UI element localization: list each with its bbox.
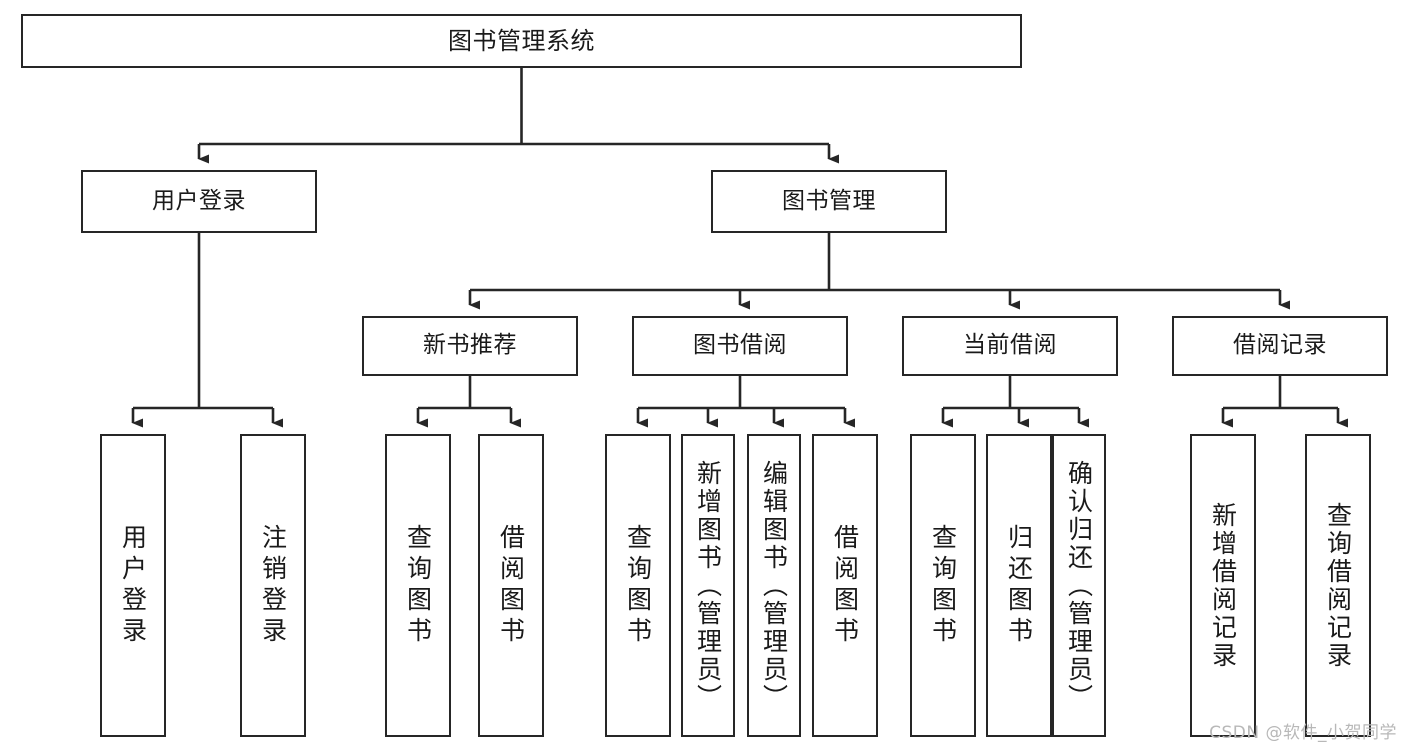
node-label: 查询图书 (403, 523, 433, 648)
node-label: 查询图书 (623, 523, 653, 648)
node-borrow[interactable]: 图书借阅 (632, 316, 848, 376)
node-newbooks[interactable]: 新书推荐 (362, 316, 578, 376)
node-label: 新增图书（管理员） (693, 459, 723, 712)
watermark-text: CSDN @软件_小贺同学 (1209, 723, 1397, 743)
node-l_confirm[interactable]: 确认归还（管理员） (1052, 434, 1106, 737)
node-l_b2[interactable]: 借阅图书 (812, 434, 878, 737)
node-label: 编辑图书（管理员） (759, 459, 789, 712)
node-l_addrec[interactable]: 新增借阅记录 (1190, 434, 1256, 737)
node-label: 借阅图书 (496, 523, 526, 648)
node-l_qrec[interactable]: 查询借阅记录 (1305, 434, 1371, 737)
node-label: 查询借阅记录 (1323, 501, 1353, 670)
node-l_add[interactable]: 新增图书（管理员） (681, 434, 735, 737)
node-label: 确认归还（管理员） (1064, 459, 1094, 712)
node-label: 用户登录 (152, 187, 246, 214)
node-l_q1[interactable]: 查询图书 (385, 434, 451, 737)
node-label: 归还图书 (1004, 523, 1034, 648)
node-l_login[interactable]: 用户登录 (100, 434, 166, 737)
node-label: 注销登录 (258, 523, 288, 648)
node-l_edit[interactable]: 编辑图书（管理员） (747, 434, 801, 737)
node-records[interactable]: 借阅记录 (1172, 316, 1388, 376)
node-label: 借阅记录 (1233, 332, 1327, 359)
node-label: 用户登录 (118, 523, 148, 648)
node-label: 当前借阅 (963, 332, 1057, 359)
node-label: 图书管理系统 (448, 26, 595, 55)
node-label: 新书推荐 (423, 332, 517, 359)
node-l_q2[interactable]: 查询图书 (605, 434, 671, 737)
node-bookmgmt[interactable]: 图书管理 (711, 170, 947, 233)
node-label: 借阅图书 (830, 523, 860, 648)
node-label: 图书管理 (782, 187, 876, 214)
node-label: 新增借阅记录 (1208, 501, 1238, 670)
node-current[interactable]: 当前借阅 (902, 316, 1118, 376)
node-l_q3[interactable]: 查询图书 (910, 434, 976, 737)
node-l_return[interactable]: 归还图书 (986, 434, 1052, 737)
node-label: 图书借阅 (693, 332, 787, 359)
node-label: 查询图书 (928, 523, 958, 648)
node-root[interactable]: 图书管理系统 (21, 14, 1022, 68)
node-login[interactable]: 用户登录 (81, 170, 317, 233)
node-l_b1[interactable]: 借阅图书 (478, 434, 544, 737)
node-l_logout[interactable]: 注销登录 (240, 434, 306, 737)
